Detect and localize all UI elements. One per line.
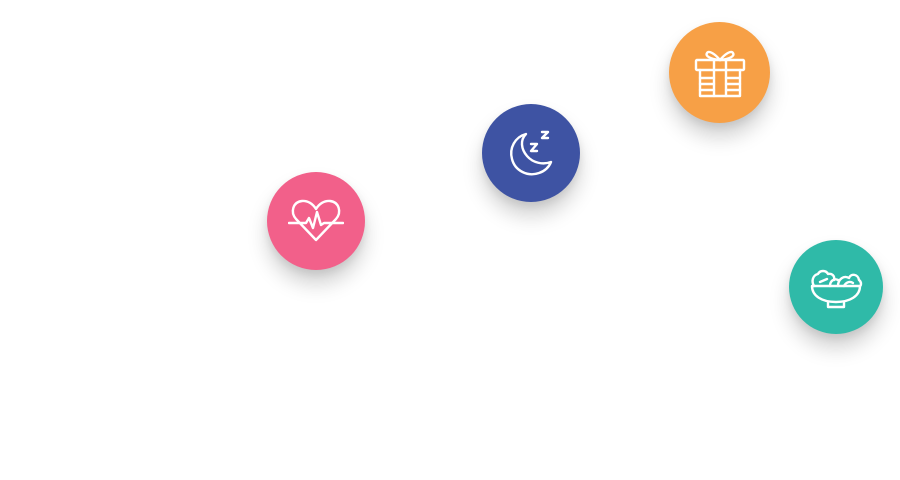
health-bubble-button[interactable] (267, 172, 365, 270)
gift-bubble-button[interactable] (669, 22, 770, 123)
salad-bowl-icon (808, 262, 864, 312)
heart-pulse-icon (288, 198, 344, 244)
gift-icon (693, 46, 747, 100)
moon-sleep-icon (505, 127, 557, 179)
food-bubble-button[interactable] (789, 240, 883, 334)
sleep-bubble-button[interactable] (482, 104, 580, 202)
